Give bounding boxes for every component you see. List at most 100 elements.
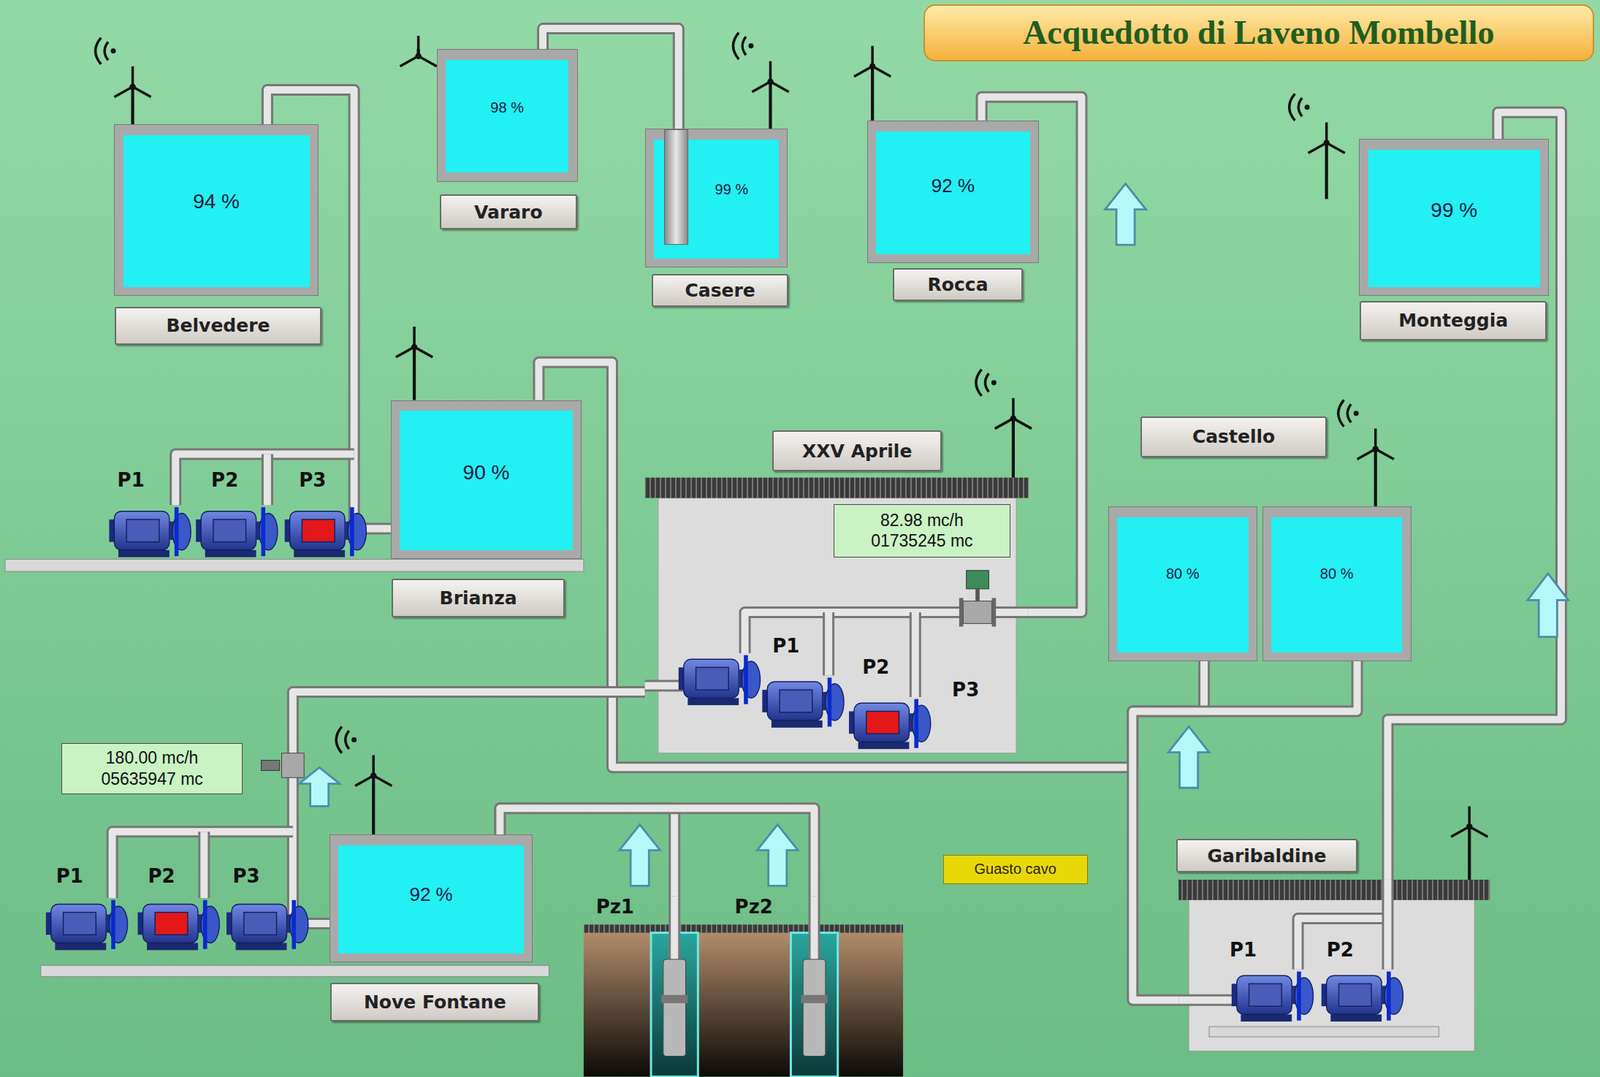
pipe-outline — [1298, 918, 1389, 970]
pump-platform — [5, 558, 584, 572]
motor-status — [213, 519, 247, 543]
motor-body — [290, 511, 345, 551]
pipe-connector — [499, 808, 814, 896]
valve-body — [281, 753, 304, 779]
submersible-pump — [802, 959, 826, 1057]
flange — [111, 900, 116, 950]
level-percent: 80 % — [1109, 565, 1257, 583]
turbine-blades — [113, 66, 151, 98]
flow-reading: 180.00 mc/h — [105, 747, 199, 769]
flange — [827, 677, 833, 727]
pipe — [810, 895, 819, 960]
turbine-hub — [129, 84, 136, 90]
turbine-blades — [854, 46, 891, 77]
level-percent: 92 % — [330, 883, 532, 906]
antenna-pole — [1011, 418, 1015, 478]
pump-feet — [1330, 1014, 1382, 1022]
pipe-connector — [538, 362, 1205, 768]
radio-dot — [351, 737, 357, 743]
arrow-shape — [619, 824, 661, 887]
flange — [743, 655, 749, 705]
flow-arrow — [1527, 573, 1569, 638]
pump-symbol — [762, 677, 844, 727]
ground — [697, 926, 791, 1077]
flange — [1296, 971, 1302, 1021]
turbine-hub — [1466, 823, 1473, 830]
flange — [174, 507, 179, 556]
pump-label: P2 — [1326, 938, 1354, 961]
reservoir-tank: 92 %Rocca — [867, 120, 1039, 264]
pipe — [263, 454, 272, 506]
pipe-outline — [261, 454, 274, 506]
antenna-turbine — [95, 37, 152, 125]
radio-waves — [95, 37, 109, 65]
ground-surface — [583, 924, 904, 933]
pump-symbol — [1321, 971, 1404, 1022]
pipe-outline — [175, 454, 354, 506]
turbine-blades — [400, 35, 437, 67]
antenna-turbine — [395, 326, 433, 401]
pump-band — [661, 995, 688, 1004]
pump-symbol — [678, 655, 761, 706]
antenna-turbine — [1289, 93, 1346, 199]
name-plate: Monteggia — [1359, 301, 1547, 341]
name-plate: XXV Aprile — [772, 430, 942, 472]
antenna-pole — [130, 86, 134, 125]
pipe-outline — [1381, 879, 1394, 970]
flowmeter-body — [962, 601, 992, 624]
pump-symbol — [108, 507, 191, 557]
pipe — [911, 612, 920, 697]
flowmeter-flange — [992, 597, 997, 627]
pump-feet — [205, 550, 257, 558]
pump-label: P2 — [862, 656, 890, 678]
level-percent: 98 % — [437, 99, 578, 117]
pump-label: P1 — [772, 634, 800, 657]
arrow-shape — [1105, 183, 1147, 245]
pump-feet — [771, 720, 823, 728]
turbine-hub — [1372, 445, 1379, 452]
radio-dot — [1304, 104, 1310, 110]
flange — [349, 507, 355, 556]
alarm-text: Guasto cavo — [974, 860, 1057, 878]
pump-label: P3 — [298, 469, 326, 491]
motor-status — [126, 519, 160, 543]
well-name: Pz1 — [596, 895, 635, 918]
flow-arrow — [1168, 726, 1210, 788]
pipe — [200, 831, 208, 898]
pump-label: P3 — [232, 865, 260, 887]
pipe-outline — [1178, 994, 1237, 1007]
inlet-pipe — [664, 129, 689, 245]
pump-label: P2 — [211, 469, 239, 491]
antenna-pole — [1467, 826, 1471, 880]
pump-platform — [40, 965, 550, 977]
pump-feet — [1240, 1014, 1292, 1022]
name-plate: Casere — [651, 273, 789, 307]
turbine-hub — [869, 63, 876, 70]
pipe — [1178, 996, 1237, 1004]
motor-body — [854, 702, 909, 742]
submersible-pump — [663, 959, 687, 1057]
reservoir-group: Castello80 %80 % — [1108, 416, 1412, 662]
valve-handle — [261, 760, 280, 771]
antenna-pole — [412, 347, 416, 401]
pumping-station: Garibaldine — [1178, 879, 1490, 1052]
pipe-outline — [499, 808, 814, 896]
flow-display: 82.98 mc/h01735245 mc — [833, 504, 1011, 558]
antenna-pole — [768, 81, 772, 129]
water-level — [1271, 517, 1403, 653]
motor-status — [696, 667, 730, 690]
pump-feet — [687, 697, 739, 706]
name-plate: Nove Fontane — [330, 982, 540, 1022]
flow-reading: 82.98 mc/h — [880, 509, 964, 532]
alarm-box: Guasto cavo — [943, 854, 1088, 884]
flow-arrow — [1105, 183, 1147, 245]
level-percent: 99 % — [1359, 198, 1549, 223]
water-level — [1117, 517, 1249, 653]
antenna-turbine — [733, 32, 790, 129]
pump-label: P1 — [117, 469, 145, 491]
flange — [291, 900, 296, 950]
level-percent: 80 % — [1263, 565, 1411, 583]
pump-feet — [118, 550, 170, 558]
pump-symbol — [226, 900, 309, 950]
radio-dot — [991, 379, 997, 386]
